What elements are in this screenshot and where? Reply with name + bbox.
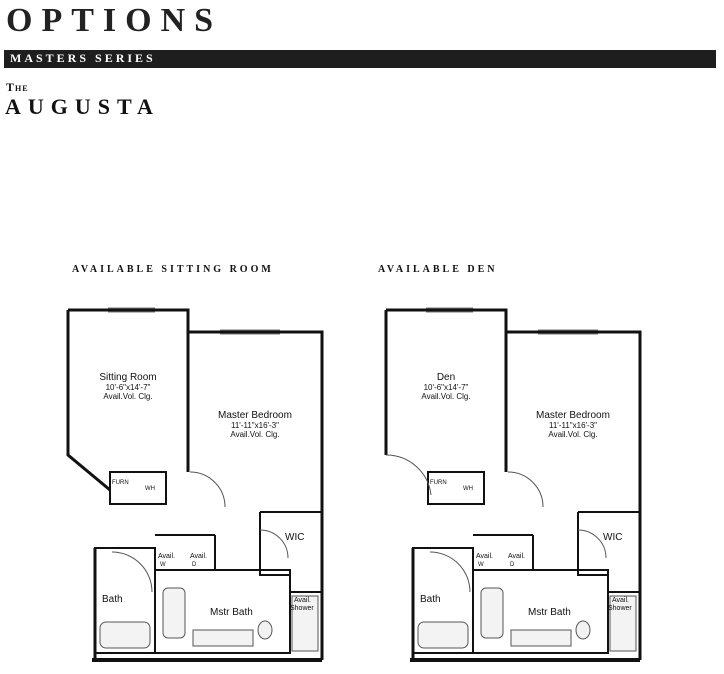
page-title: OPTIONS [6, 2, 223, 39]
mstr-bath-label: Mstr Bath [528, 607, 571, 618]
avail-d-sub: D [510, 562, 515, 568]
bedroom-ceiling: Avail.Vol. Clg. [548, 430, 597, 439]
bath-label: Bath [420, 594, 441, 605]
furn-label: FURN [112, 480, 129, 486]
shower-label-2: Shower [290, 605, 314, 612]
avail-d-label: Avail. [508, 553, 525, 560]
series-label: MASTERS SERIES [10, 51, 156, 65]
sitting-room-label: Sitting Room [99, 372, 156, 383]
avail-w-label: Avail. [476, 553, 493, 560]
wic-label: WIC [285, 532, 304, 543]
den-ceiling: Avail.Vol. Clg. [421, 392, 470, 401]
floor-plan-den: Den 10'-6"x14'-7" Avail.Vol. Clg. Master… [384, 307, 642, 662]
avail-d-sub: D [192, 562, 197, 568]
avail-w-sub: W [160, 562, 166, 568]
avail-w-sub: W [478, 562, 484, 568]
series-banner: MASTERS SERIES [4, 50, 716, 68]
avail-d-label: Avail. [190, 553, 207, 560]
wh-label: WH [145, 486, 155, 492]
shower-label-2: Shower [608, 605, 632, 612]
bedroom-label: Master Bedroom [218, 410, 292, 421]
den-dims: 10'-6"x14'-7" [424, 383, 469, 392]
sitting-room-dims: 10'-6"x14'-7" [106, 383, 151, 392]
bedroom-label: Master Bedroom [536, 410, 610, 421]
plan-heading-den: AVAILABLE DEN [378, 264, 498, 275]
den-label: Den [437, 372, 455, 383]
wic-label: WIC [603, 532, 622, 543]
avail-w-label: Avail. [158, 553, 175, 560]
shower-label-1: Avail. [612, 597, 629, 604]
shower-label-1: Avail. [294, 597, 311, 604]
bedroom-ceiling: Avail.Vol. Clg. [230, 430, 279, 439]
bath-label: Bath [102, 594, 123, 605]
plan-heading-sitting-room: AVAILABLE SITTING ROOM [72, 264, 274, 275]
model-name: AUGUSTA [5, 94, 160, 119]
furn-label: FURN [430, 480, 447, 486]
bedroom-dims: 11'-11"x16'-3" [231, 421, 279, 430]
mstr-bath-label: Mstr Bath [210, 607, 253, 618]
sitting-room-ceiling: Avail.Vol. Clg. [103, 392, 152, 401]
bedroom-dims: 11'-11"x16'-3" [549, 421, 597, 430]
model-prefix: The [6, 80, 29, 94]
wh-label: WH [463, 486, 473, 492]
floor-plan-sitting-room: Sitting Room 10'-6"x14'-7" Avail.Vol. Cl… [66, 307, 324, 662]
